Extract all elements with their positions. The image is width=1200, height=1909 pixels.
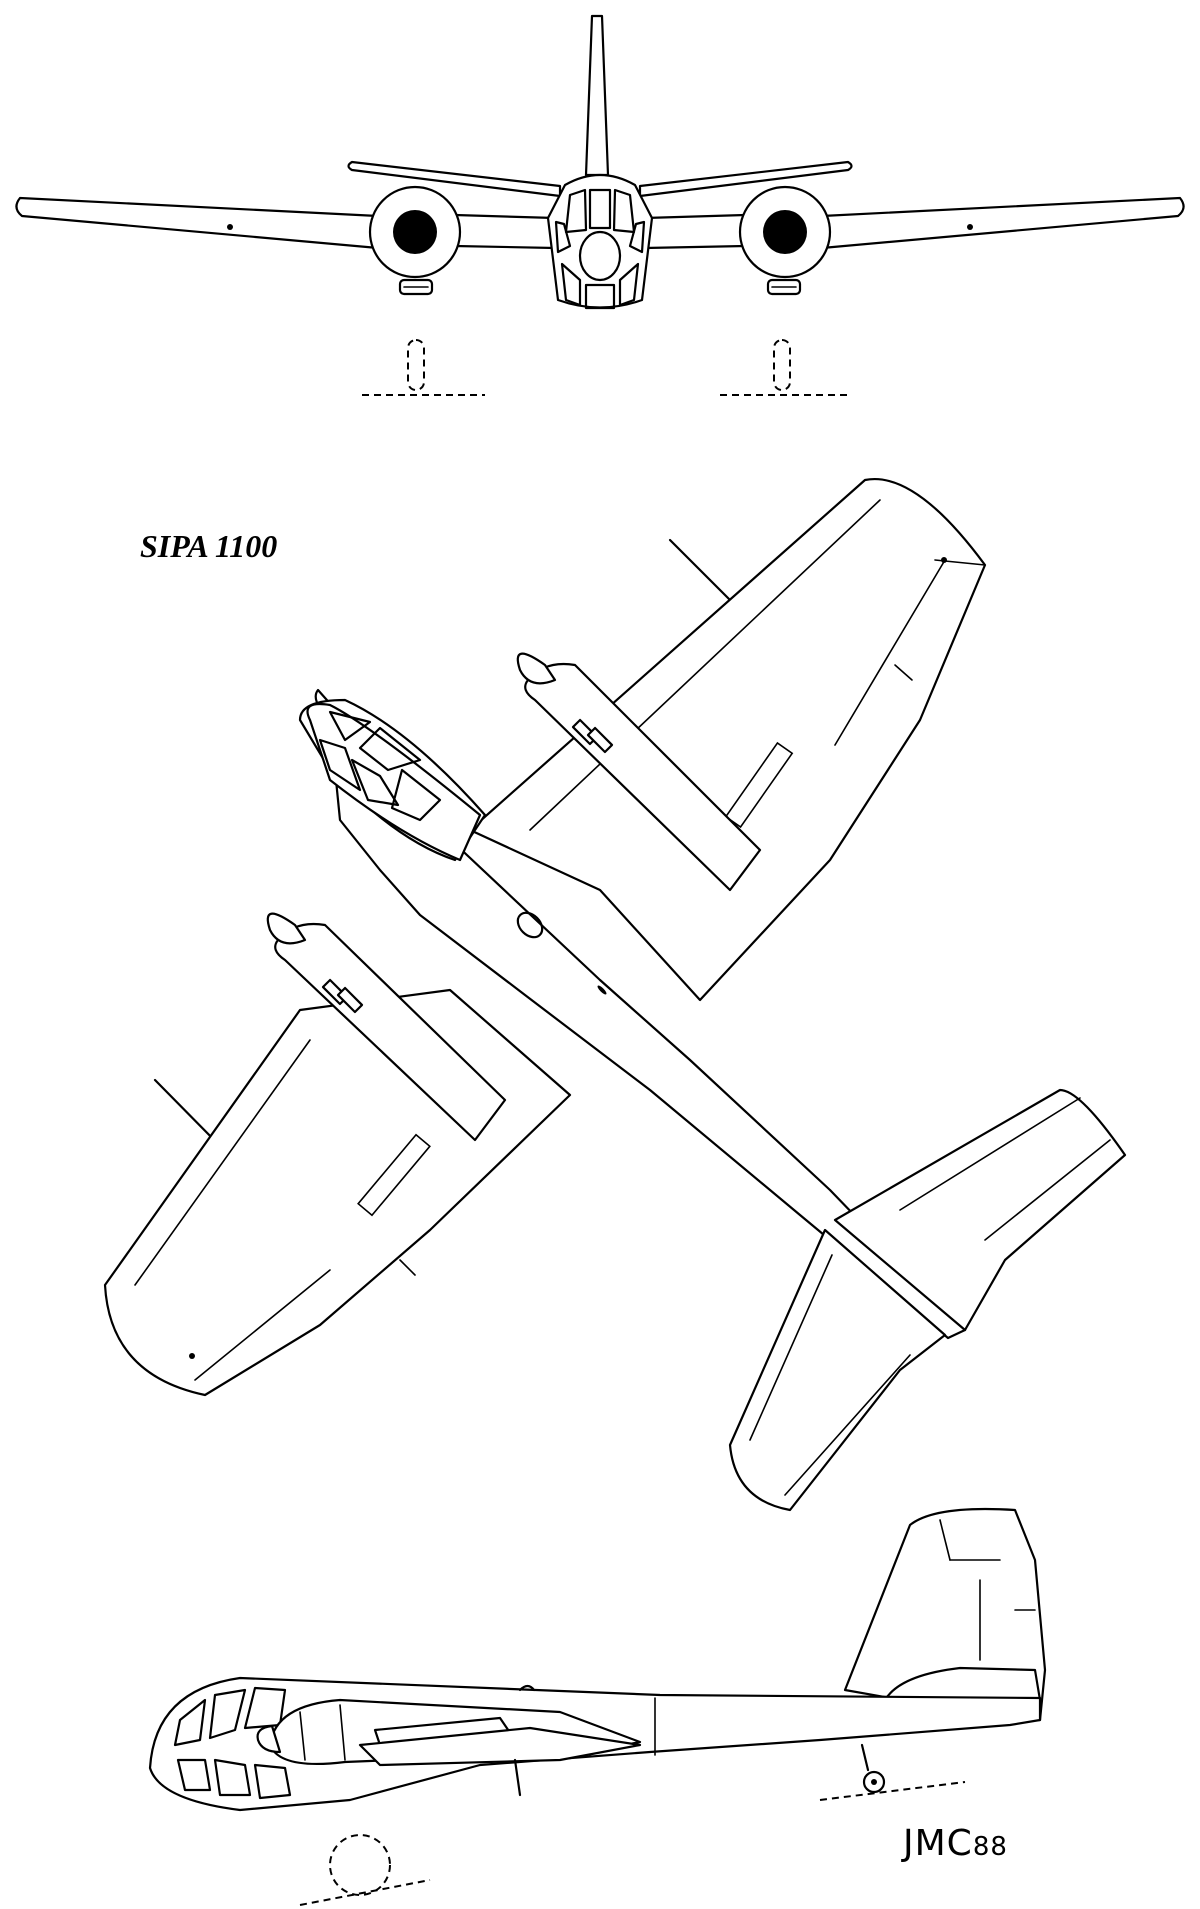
front-view (15, 14, 1185, 396)
aircraft-title: SIPA 1100 (140, 528, 278, 564)
plan-view (103, 477, 1127, 1512)
signature-year: 88 (972, 1832, 1008, 1862)
signature-initials: JMC (903, 1823, 973, 1864)
side-view (148, 1507, 1047, 1906)
artist-signature: JMC88 (903, 1823, 1008, 1864)
